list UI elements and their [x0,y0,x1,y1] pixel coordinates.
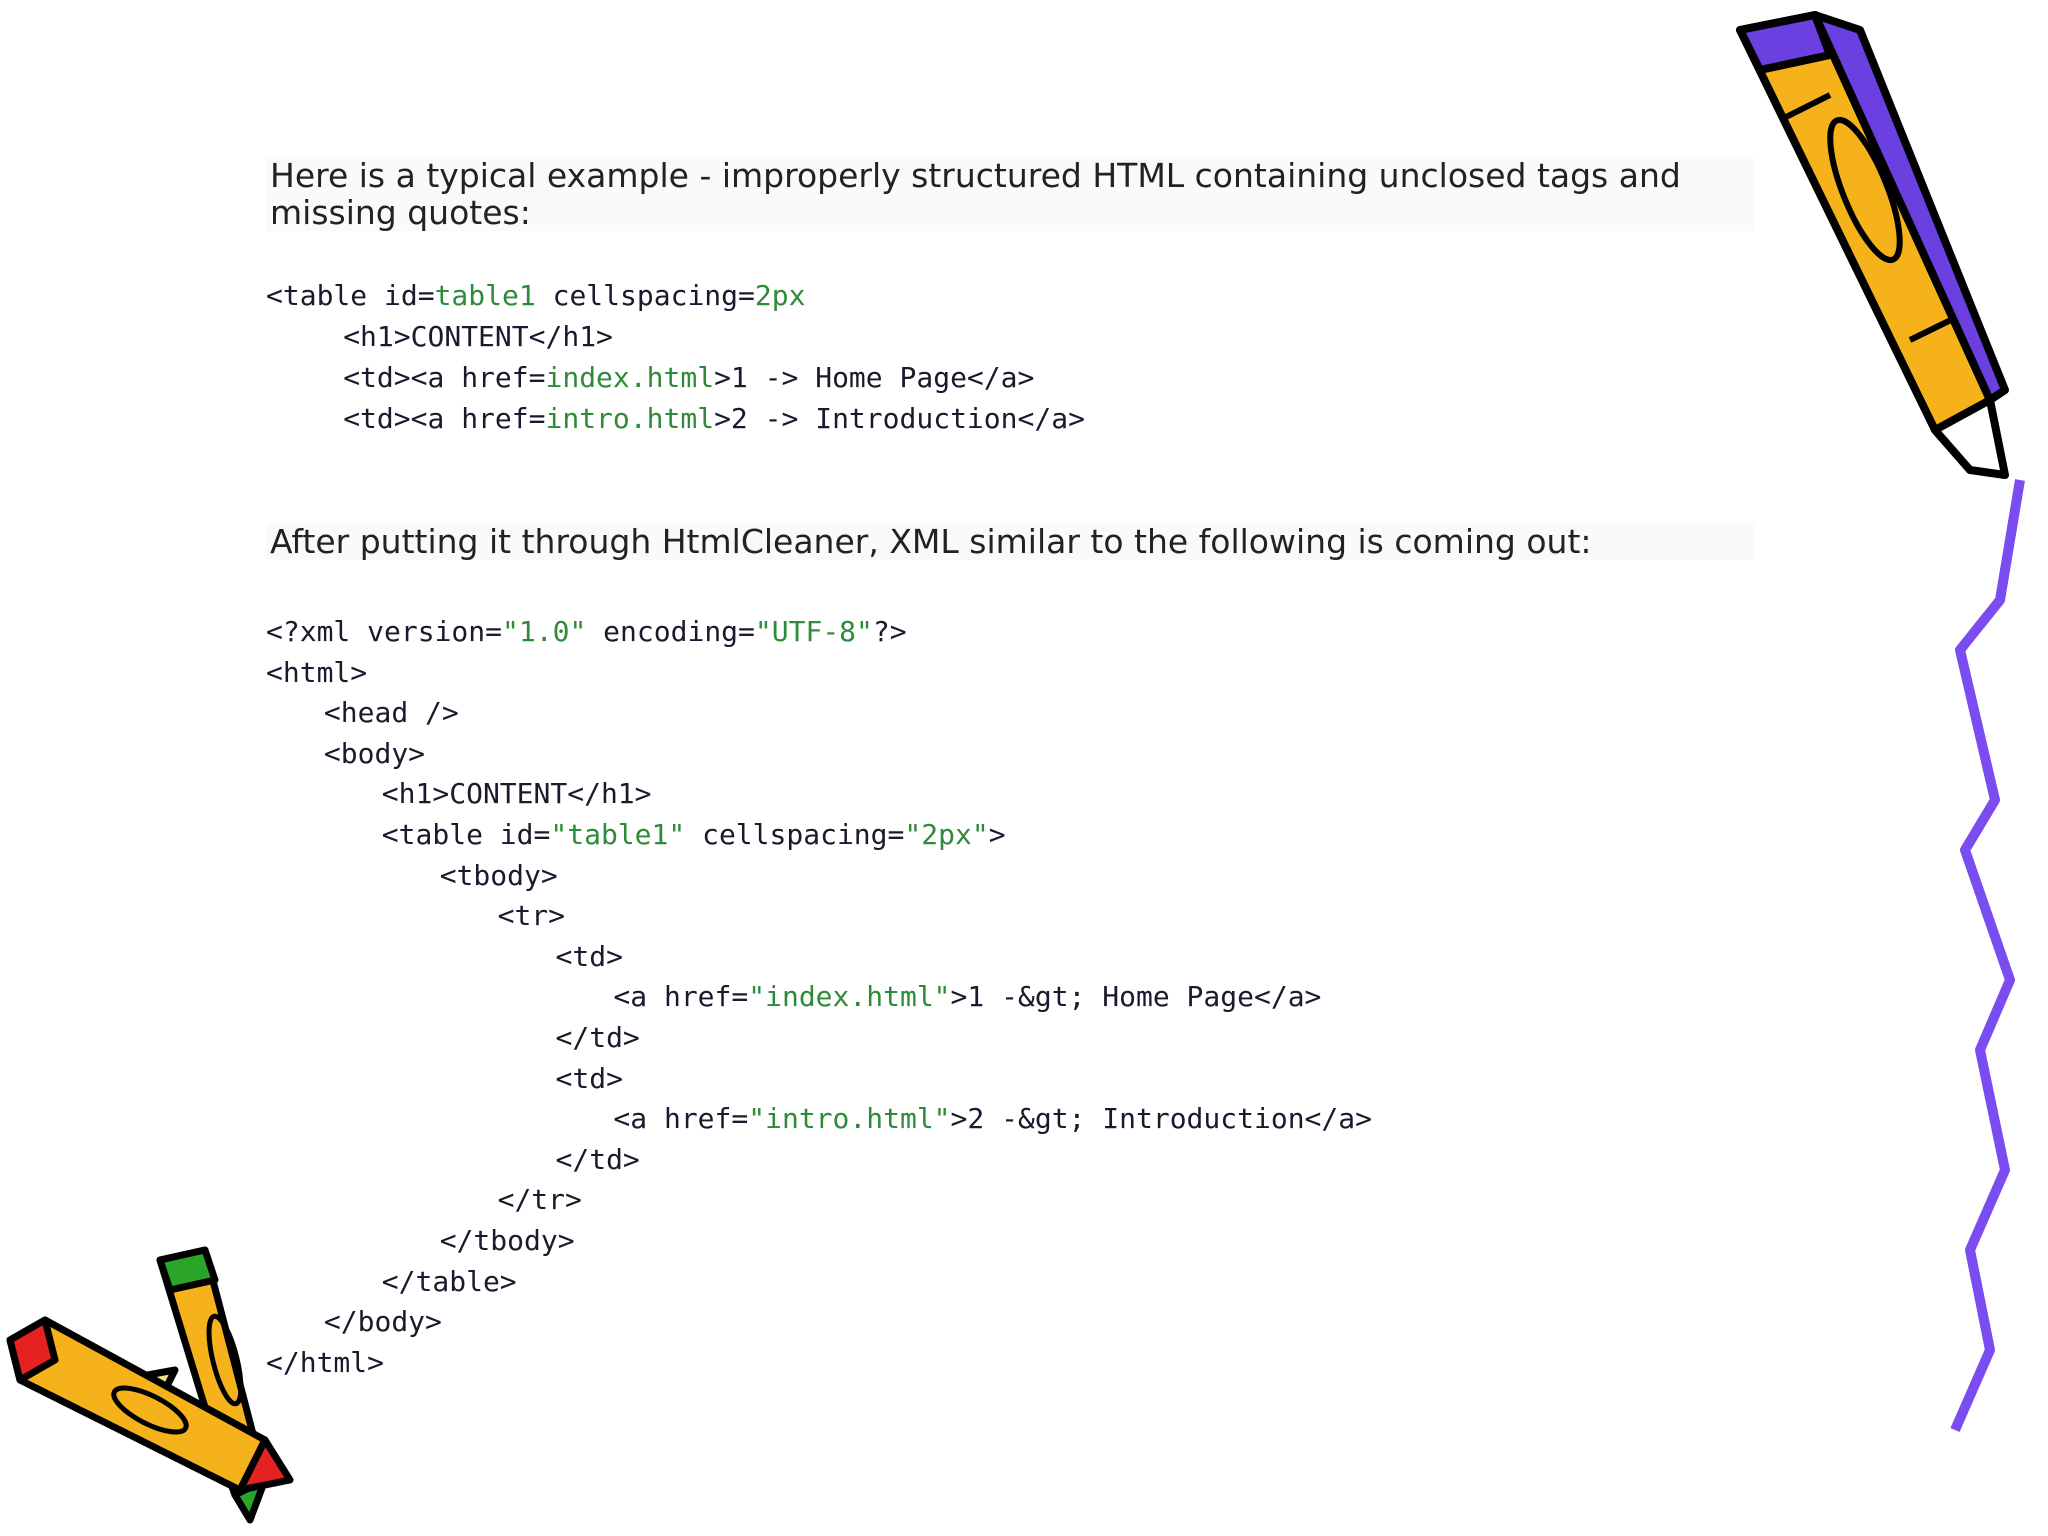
code-token: <?xml version= [266,615,503,648]
code-token: <tr> [497,899,566,933]
code-line: <a href="index.html">1 -&gt; Home Page</… [613,977,1321,1017]
code-token: </td> [555,1142,640,1176]
code-token: > [988,818,1006,851]
intro-paragraph: Here is a typical example - improperly s… [266,157,1754,231]
code-token: cellspacing= [535,279,755,312]
code-line: </tr> [498,1180,582,1220]
code-token: </table> [381,1264,517,1298]
code-line: <tbody> [440,856,558,896]
pencil-clipart-icon [1736,11,2009,479]
code-token: </html> [266,1345,385,1379]
code-token: <a href= [613,1102,749,1136]
code-line: <td> [556,937,623,977]
code-token: <tbody> [439,858,558,892]
code-attribute-value: "UTF-8" [754,615,873,648]
code-line: <table id="table1" cellspacing="2px"> [382,815,1006,855]
output-code-block: <?xml version="1.0" encoding="UTF-8"?><h… [266,612,1566,1392]
code-line: <table id=table1 cellspacing=2px [266,276,805,316]
code-attribute-value: 2px [754,279,806,312]
code-token: <td><a href= [343,361,546,394]
crayons-clipart-icon [6,1246,294,1524]
code-token: </body> [323,1305,442,1339]
code-attribute-value: table1 [434,279,536,312]
code-line: <td> [556,1059,623,1099]
code-token: <body> [323,736,426,770]
after-paragraph: After putting it through HtmlCleaner, XM… [266,523,1754,560]
code-line: <h1>CONTENT</h1> [382,774,652,814]
code-token: <h1>CONTENT</h1> [381,777,652,811]
code-line: <td><a href=intro.html>2 -> Introduction… [343,399,1085,439]
code-token: >2 -&gt; Introduction</a> [950,1102,1372,1136]
code-line: </html> [266,1343,384,1383]
code-token: </td> [555,1021,640,1054]
code-attribute-value: "index.html" [748,980,951,1014]
code-line: </tbody> [440,1221,575,1261]
code-line: </td> [556,1018,640,1058]
code-token: <table id= [381,818,551,851]
code-attribute-value: "table1" [550,818,686,851]
code-attribute-value: "2px" [904,818,989,851]
code-token: <td><a href= [343,402,546,435]
code-token: >1 -> Home Page</a> [714,361,1035,394]
code-attribute-value: "intro.html" [748,1102,951,1136]
code-token: <a href= [613,980,749,1014]
code-attribute-value: "1.0" [502,615,587,648]
code-token: </tbody> [439,1224,575,1257]
code-attribute-value: intro.html [545,402,715,435]
code-token: cellspacing= [685,818,905,851]
code-token: encoding= [586,615,755,648]
code-token: >2 -> Introduction</a> [714,402,1085,435]
code-token: <h1>CONTENT</h1> [343,320,613,353]
code-line: <?xml version="1.0" encoding="UTF-8"?> [266,612,907,652]
code-token: <html> [266,655,368,689]
code-line: <body> [324,734,425,774]
code-line: </table> [382,1262,517,1302]
code-token: <td> [555,939,623,973]
code-line: <tr> [498,896,565,936]
squiggle-line-decoration [1950,479,2025,1433]
code-line: <a href="intro.html">2 -&gt; Introductio… [613,1099,1372,1139]
code-line: <td><a href=index.html>1 -> Home Page</a… [343,358,1034,398]
code-attribute-value: index.html [545,361,715,394]
code-token: <table id= [266,279,435,312]
code-line: <html> [266,653,367,693]
code-line: </body> [324,1302,442,1342]
code-token: <head /> [323,696,459,730]
code-token: <td> [555,1061,623,1095]
code-token: ?> [872,615,907,648]
code-token: </tr> [497,1183,582,1217]
code-token: >1 -&gt; Home Page</a> [950,980,1322,1014]
code-line: <head /> [324,693,459,733]
code-line: <h1>CONTENT</h1> [343,317,613,357]
code-line: </td> [556,1140,640,1180]
input-code-block: <table id=table1 cellspacing=2px <h1>CONT… [266,276,1266,446]
